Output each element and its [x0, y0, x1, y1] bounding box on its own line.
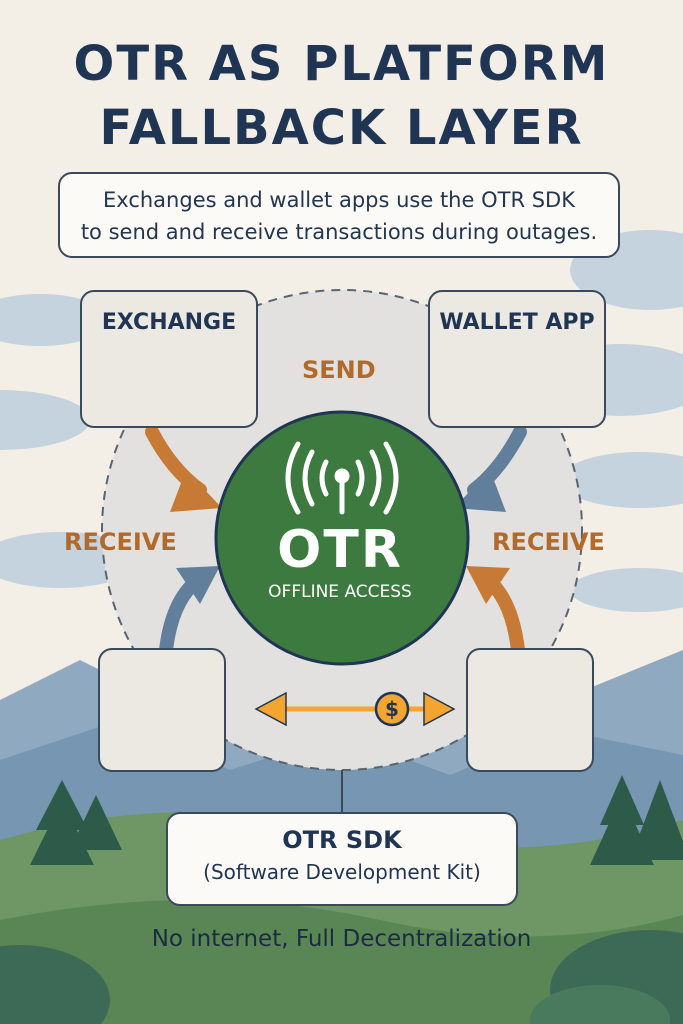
subtitle-box: Exchanges and wallet apps use the OTR SD…	[58, 172, 620, 258]
page-title-line2: FALLBACK LAYER	[99, 100, 584, 156]
hub-subtitle: OFFLINE ACCESS	[268, 582, 412, 602]
exchange-label: EXCHANGE	[101, 310, 237, 335]
subtitle-line2: to send and receive transactions during …	[80, 220, 598, 244]
receive-arrow-left	[159, 566, 220, 657]
otr-hub-circle	[214, 410, 470, 666]
receive-label-left: RECEIVE	[64, 528, 177, 556]
pine-trees	[30, 775, 683, 865]
wallet-app-card: WALLET APP	[428, 290, 606, 428]
page-title-line1: OTR AS PLATFORM	[73, 36, 610, 92]
send-arrow-wallet	[454, 425, 527, 512]
send-arrow-exchange	[145, 425, 222, 512]
send-label: SEND	[302, 356, 376, 384]
bluetooth-card	[98, 648, 226, 772]
sdk-subtitle: (Software Development Kit)	[203, 860, 481, 884]
wallet-app-label: WALLET APP	[439, 310, 595, 335]
svg-text:$: $	[385, 697, 399, 721]
sdk-box: OTR SDK (Software Development Kit)	[166, 812, 518, 906]
exchange-card: EXCHANGE	[80, 290, 258, 428]
footer-tagline: No internet, Full Decentralization	[151, 926, 532, 952]
two-way-arrow-coin-icon: $	[254, 691, 456, 727]
broadcast-antenna-icon	[285, 441, 399, 515]
sdk-title: OTR SDK	[282, 826, 402, 854]
receive-arrow-right	[466, 566, 525, 657]
subtitle-line1: Exchanges and wallet apps use the OTR SD…	[103, 188, 575, 212]
hub-title: OTR	[277, 520, 403, 580]
receive-label-right: RECEIVE	[492, 528, 605, 556]
lock-card	[466, 648, 594, 772]
